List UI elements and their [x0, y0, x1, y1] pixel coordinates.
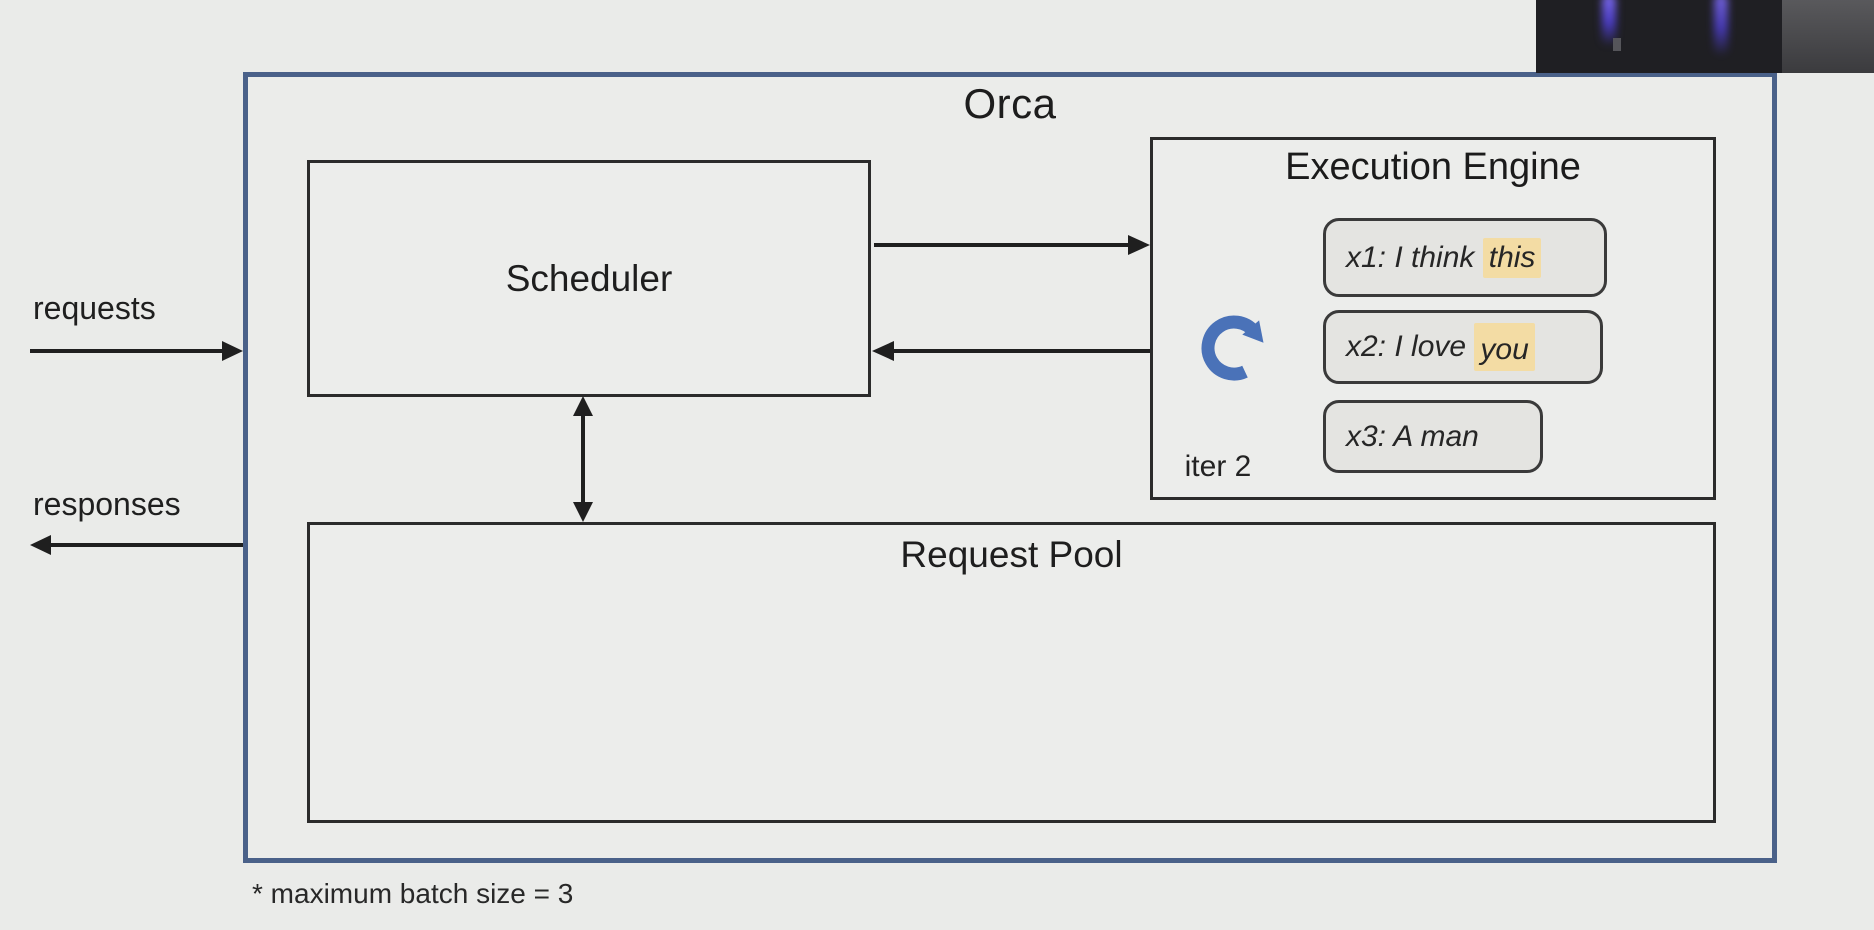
scheduler-box: Scheduler — [307, 160, 871, 397]
scheduler-to-engine-arrow — [874, 243, 1130, 247]
webcam-wall-area — [1782, 0, 1874, 73]
responses-arrow — [50, 543, 245, 547]
webcam-overlay — [1536, 0, 1874, 73]
scheduler-pool-arrowhead-up-icon — [573, 396, 593, 416]
responses-label: responses — [33, 486, 181, 522]
execution-engine-title: Execution Engine — [1285, 146, 1581, 188]
batch-item-x1-text: x1: I think — [1346, 240, 1483, 274]
request-pool-box — [307, 522, 1716, 823]
orca-title: Orca — [963, 80, 1057, 127]
scheduler-pool-arrow — [581, 412, 585, 506]
batch-item-x2-text: x2: I love — [1346, 330, 1475, 363]
stage-light-glow — [1602, 0, 1616, 46]
webcam-video-frame — [1536, 0, 1782, 73]
requests-arrowhead-icon — [222, 341, 243, 361]
batch-item-x3: x3: A man — [1323, 400, 1543, 473]
engine-to-scheduler-arrowhead-icon — [872, 341, 894, 361]
engine-to-scheduler-arrow — [892, 349, 1150, 353]
refresh-loop-icon — [1192, 306, 1276, 390]
requests-label: requests — [33, 290, 156, 326]
scheduler-label: Scheduler — [505, 257, 673, 299]
batch-item-x2-highlighted-token: you — [1474, 323, 1535, 371]
responses-arrowhead-icon — [30, 535, 51, 555]
batch-item-x2: x2: I love you — [1323, 310, 1603, 384]
batch-item-x3-text: x3: A man — [1346, 419, 1479, 453]
presenter-silhouette — [1613, 38, 1621, 51]
batch-item-x1: x1: I think this — [1323, 218, 1607, 297]
scheduler-pool-arrowhead-down-icon — [573, 502, 593, 522]
scheduler-to-engine-arrowhead-icon — [1128, 235, 1150, 255]
stage-light-glow — [1714, 0, 1728, 56]
iteration-label: iter 2 — [1184, 450, 1252, 483]
request-pool-label: Request Pool — [900, 534, 1123, 575]
requests-arrow — [30, 349, 224, 353]
footnote: * maximum batch size = 3 — [252, 878, 574, 909]
batch-item-x1-highlighted-token: this — [1482, 237, 1542, 278]
